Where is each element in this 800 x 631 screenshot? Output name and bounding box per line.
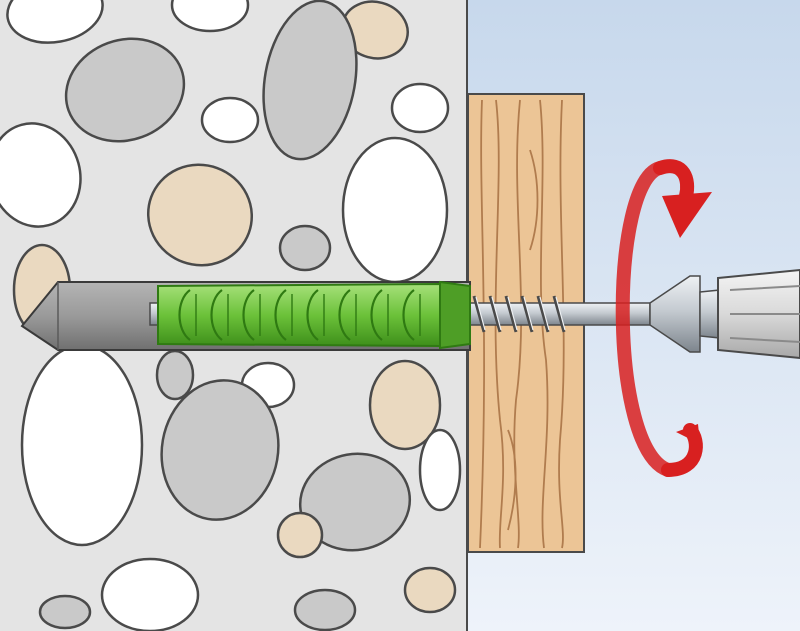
wood-grain-line [539, 99, 549, 549]
wood-grain-line [513, 99, 523, 549]
aggregate-stone [20, 343, 144, 547]
anchor-rib [210, 289, 223, 341]
aggregate-stone [160, 379, 280, 521]
thread-highlight [523, 296, 534, 331]
anchor-rib [402, 289, 415, 341]
thread-turn [504, 295, 518, 333]
thread-turn [536, 295, 550, 333]
thread-highlight [491, 296, 502, 331]
screw-head [649, 275, 701, 353]
thread-highlight [475, 296, 486, 331]
thread-highlight [555, 296, 566, 331]
aggregate-stone [278, 224, 332, 272]
aggregate-stone [155, 349, 195, 401]
anchor-rib [306, 289, 319, 341]
anchor-rib [242, 289, 255, 341]
wood-grain-line [529, 149, 539, 251]
wood-grain-line [558, 99, 565, 549]
aggregate-stone [368, 359, 442, 451]
aggregate-stone [64, 37, 186, 143]
thread-turn [472, 295, 486, 333]
screw-thread [472, 295, 566, 333]
anchor-rib [370, 289, 383, 341]
aggregate-stone [6, 0, 104, 44]
aggregate-stone [298, 452, 412, 552]
aggregate-stone [390, 82, 450, 134]
rotation-arrow-icon [615, 159, 712, 477]
thread-highlight [539, 296, 550, 331]
thread-turn [488, 295, 502, 333]
anchor-rib [338, 289, 351, 341]
aggregate-stone [276, 511, 324, 559]
wall-plug-anchor-icon [157, 280, 471, 350]
wood-grain-line [507, 429, 517, 531]
aggregate-stone [341, 136, 449, 284]
anchor-ribs [178, 289, 421, 341]
screwdriver-icon [699, 268, 800, 360]
thread-turn [520, 295, 534, 333]
aggregate-stone [100, 557, 200, 631]
aggregate-stone [146, 163, 254, 267]
aggregate-stone [262, 0, 358, 161]
aggregate-stone [403, 566, 457, 614]
aggregate-stone [418, 428, 462, 512]
wood-grain-line [479, 99, 485, 549]
aggregate-stone [170, 0, 250, 33]
thread-highlight [507, 296, 518, 331]
anchor-collar [439, 280, 471, 350]
aggregate-stone [38, 594, 92, 630]
wood-grain [479, 99, 565, 549]
wood-grain-line [494, 99, 505, 549]
thread-turn [552, 295, 566, 333]
aggregate-stone [200, 96, 260, 144]
anchor-rib [274, 289, 287, 341]
anchor-rib [178, 289, 191, 341]
aggregate-stone [0, 122, 82, 228]
aggregate-stone [293, 588, 357, 631]
